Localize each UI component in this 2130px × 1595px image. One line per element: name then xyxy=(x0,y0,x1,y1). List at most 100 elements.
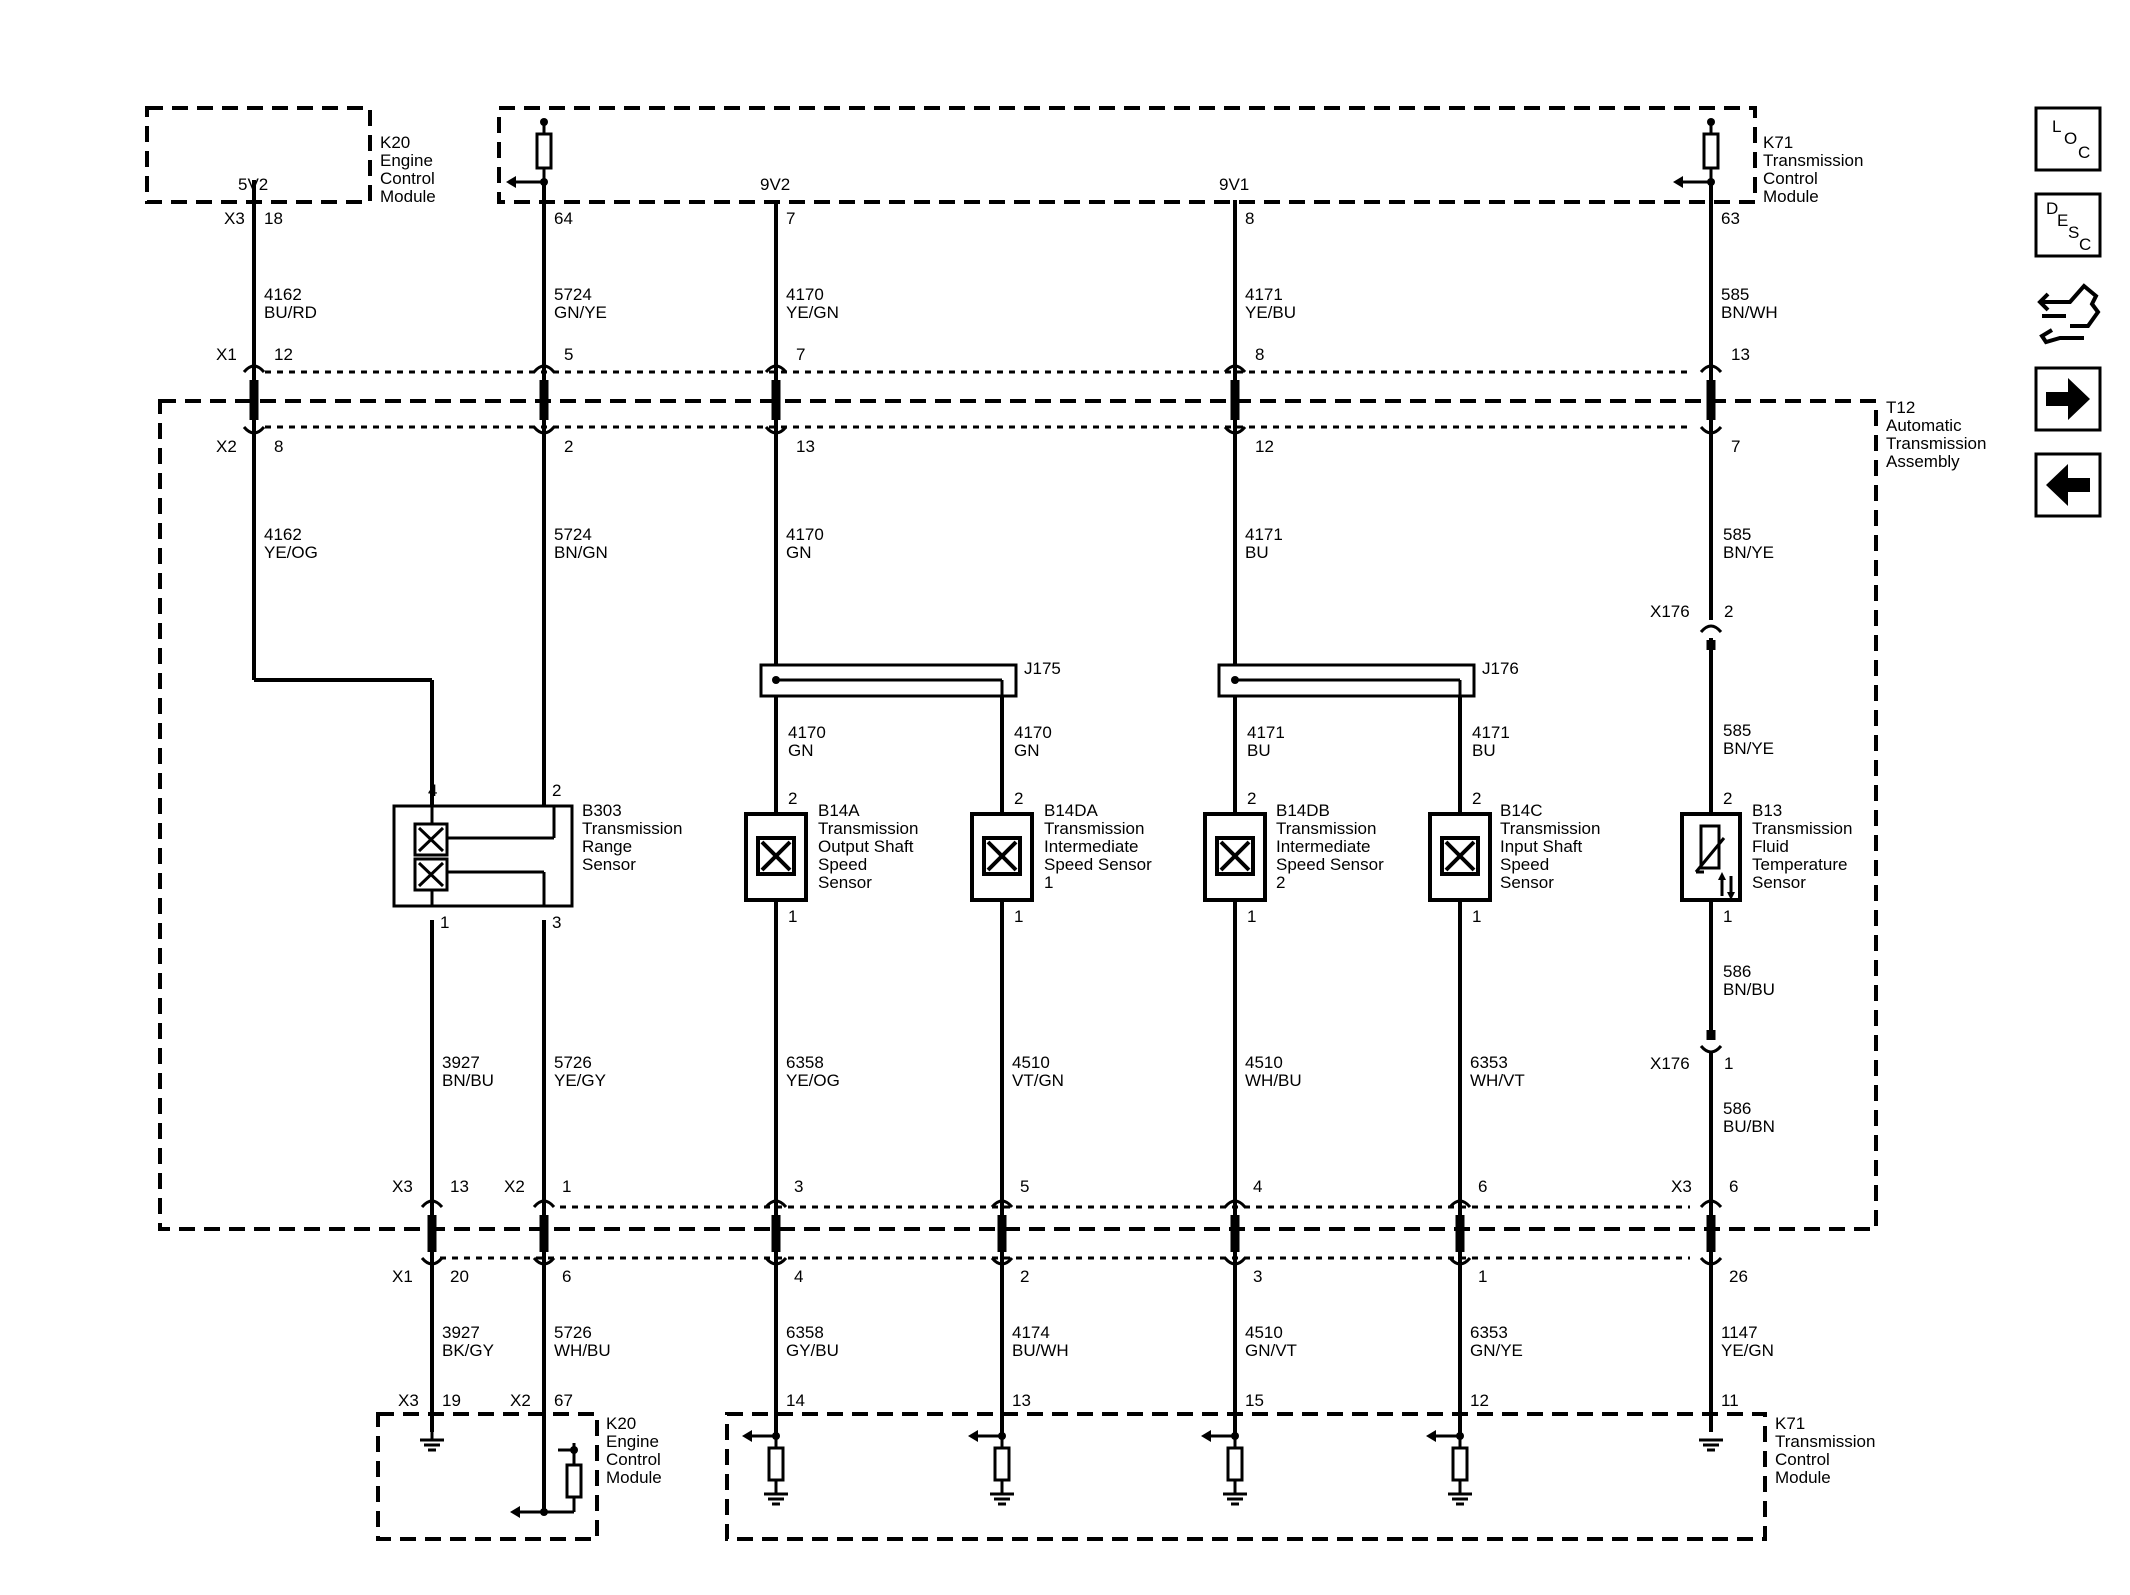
sensor-cross xyxy=(1219,840,1251,872)
connector-label: X2 xyxy=(504,1177,525,1196)
pin-label: 13 xyxy=(1731,345,1750,364)
k20-top-module-box xyxy=(145,106,372,204)
junction-dot xyxy=(998,1432,1006,1440)
switch-cross xyxy=(417,826,445,853)
connector-arc xyxy=(532,1256,556,1266)
pin-label: 8 xyxy=(1245,209,1254,228)
pin-label: 13 xyxy=(1012,1391,1031,1410)
pin-label: 12 xyxy=(1255,437,1274,456)
arrow-left-icon xyxy=(510,1506,520,1518)
j175-label: J175 xyxy=(1024,659,1061,678)
x176-bottom-pin: 1 xyxy=(1724,1054,1733,1073)
connector-tool-button[interactable] xyxy=(2036,276,2101,346)
junction-dot xyxy=(540,1508,548,1516)
connector-arc xyxy=(1699,1256,1723,1266)
pin-label: 26 xyxy=(1729,1267,1748,1286)
connector-arc xyxy=(1223,1256,1247,1266)
pin-label: 1 xyxy=(1472,907,1481,926)
connector-arc xyxy=(532,364,556,374)
forward-button[interactable] xyxy=(2034,366,2102,432)
connector-label: X1 xyxy=(392,1267,413,1286)
pin-label: 2 xyxy=(1020,1267,1029,1286)
connector-label: X1 xyxy=(216,345,237,364)
pin-label: 2 xyxy=(1723,789,1732,808)
connector-label: X3 xyxy=(224,209,245,228)
junction-dot xyxy=(570,1446,578,1454)
k71-top-module-box xyxy=(497,106,1757,204)
k71-bottom-module-box xyxy=(725,1412,1767,1541)
connector-label: X3 xyxy=(398,1391,419,1410)
resistor-symbol xyxy=(565,1463,583,1499)
pin-label: 8 xyxy=(1255,345,1264,364)
pin-label: 5 xyxy=(564,345,573,364)
connector-wrench-icon xyxy=(2037,283,2101,345)
pin-label: 3 xyxy=(794,1177,803,1196)
connector-arc xyxy=(242,364,266,374)
sensor-cross xyxy=(986,840,1018,872)
arrow-left-icon xyxy=(742,1430,752,1442)
connector-arc xyxy=(1699,1044,1723,1054)
loc-button[interactable]: L O C xyxy=(2034,106,2102,172)
pin-label: 18 xyxy=(264,209,283,228)
connector-label: X2 xyxy=(216,437,237,456)
pin-label: 4 xyxy=(428,781,437,800)
thermistor-slash xyxy=(1694,837,1726,873)
x176-top-pin: 2 xyxy=(1724,602,1733,621)
switch-cross xyxy=(417,861,445,888)
svg-text:L: L xyxy=(2052,117,2061,136)
pin-label: 1 xyxy=(788,907,797,926)
connector-label: X3 xyxy=(1671,1177,1692,1196)
arrow-left-icon xyxy=(1426,1430,1436,1442)
connector-arc xyxy=(1448,1199,1472,1209)
pin-label: 7 xyxy=(1731,437,1740,456)
desc-button[interactable]: D E S C xyxy=(2034,192,2102,258)
resistor-symbol xyxy=(535,132,553,170)
pin-label: 13 xyxy=(796,437,815,456)
pin-label: 67 xyxy=(554,1391,573,1410)
connector-arc xyxy=(1699,364,1723,374)
pin-label: 4 xyxy=(794,1267,803,1286)
connector-arc xyxy=(1223,425,1247,435)
sensor-cross xyxy=(760,840,792,872)
arrow-down-icon xyxy=(1727,892,1735,900)
pin-label: 1 xyxy=(1478,1267,1487,1286)
connector-arc xyxy=(1223,364,1247,374)
connector-arc xyxy=(764,1199,788,1209)
svg-text:E: E xyxy=(2057,211,2068,230)
connector-arc xyxy=(532,1199,556,1209)
junction-dot xyxy=(540,178,548,186)
back-button[interactable] xyxy=(2034,452,2102,518)
pin-label: 2 xyxy=(564,437,573,456)
junction-dot xyxy=(772,676,780,684)
connector-arc xyxy=(1448,1256,1472,1266)
pin-label: 13 xyxy=(450,1177,469,1196)
x176-top-label: X176 xyxy=(1650,602,1690,621)
pin-label: 20 xyxy=(450,1267,469,1286)
connector-arc xyxy=(242,425,266,435)
pin-label: 4 xyxy=(1253,1177,1262,1196)
arrow-left-icon xyxy=(968,1430,978,1442)
junction-dot xyxy=(772,1432,780,1440)
pin-label: 12 xyxy=(1470,1391,1489,1410)
pin-label: 7 xyxy=(796,345,805,364)
